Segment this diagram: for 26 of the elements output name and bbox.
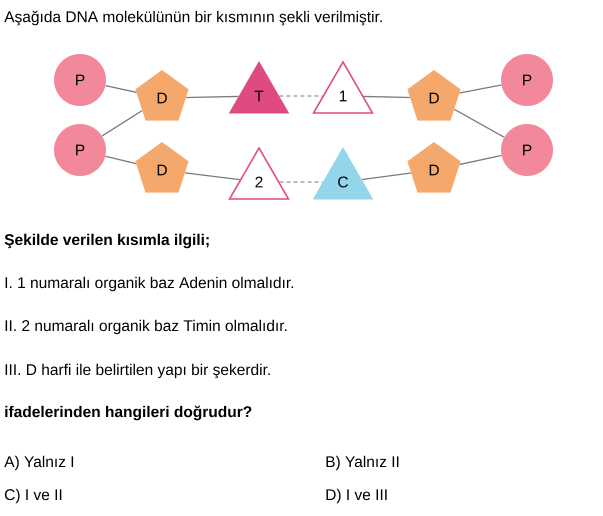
sugar-pentagon: D	[135, 142, 189, 193]
sugar-pentagon: D	[135, 70, 189, 121]
connector-line	[105, 84, 136, 93]
question-heading: Şekilde verilen kısımla ilgili;	[4, 234, 209, 248]
answer-option: C) I ve II	[5, 488, 62, 504]
sugar-pentagon: D	[407, 142, 461, 193]
base-triangle: T	[228, 61, 290, 114]
answer-option: A) Yalnız I	[4, 456, 74, 470]
base-triangle: C	[312, 147, 374, 200]
connector-line	[362, 172, 412, 180]
connector-line	[105, 156, 136, 164]
connector-line	[102, 110, 142, 137]
connector-line	[185, 172, 240, 180]
statement-text: II. 2 numaralı organik baz Timin olmalıdır.	[6, 320, 286, 334]
question-text: ifadelerinden hangileri doğrudur?	[5, 406, 252, 420]
sugar-pentagon: D	[407, 70, 461, 121]
connector-line	[454, 108, 504, 138]
answer-option: D) I ve III	[326, 488, 387, 504]
connector-line	[460, 84, 502, 94]
answer-option: B) Yalnız II	[326, 456, 398, 470]
statement-text: I. 1 numaralı organik baz Adenin olmalıdır.	[6, 276, 294, 292]
statement-text: III. D harfi ile belirtilen yapı bir şekerdir.	[6, 364, 270, 378]
connector-line	[186, 96, 238, 98]
connector-line	[364, 96, 410, 98]
connector-line	[460, 154, 502, 166]
question-text: Aşağıda DNA molekülünün bir kısmının şekli verilmiştir.	[4, 10, 382, 26]
